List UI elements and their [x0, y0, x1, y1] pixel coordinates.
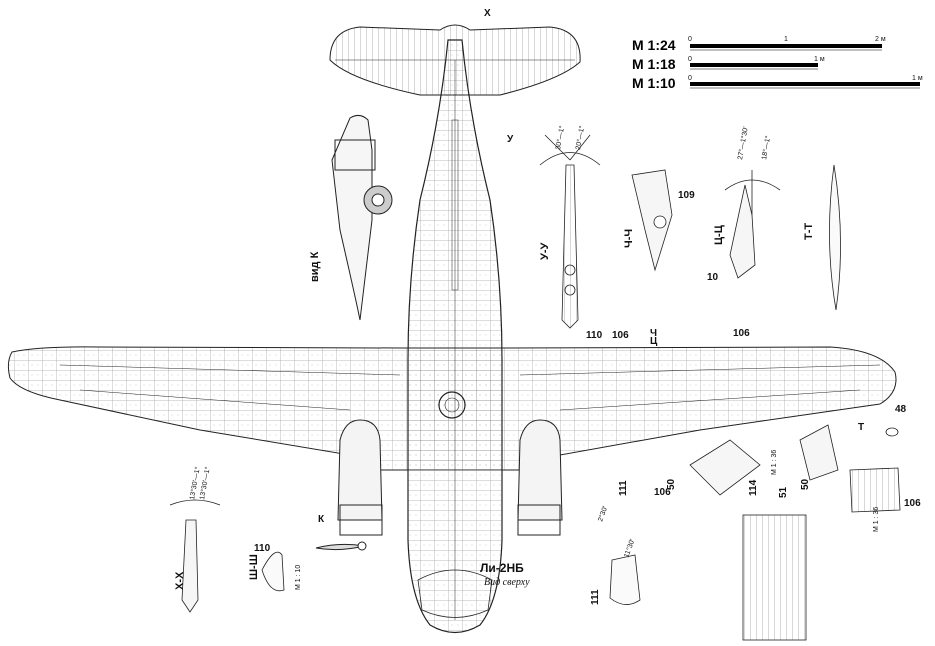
callout-106: 106: [654, 487, 671, 498]
angle-tsts-a: 27°—1°30': [736, 126, 750, 160]
label-vid-k: вид К: [309, 251, 321, 282]
scale-tick: 0: [688, 36, 692, 43]
label-tsts: Ц-Ц: [713, 225, 725, 245]
detail-114: [689, 439, 761, 496]
scale-tick: 1: [784, 36, 788, 43]
drawing-subtitle: Вид сверху: [484, 577, 530, 588]
section-uu-detail: [539, 134, 601, 329]
detail-scale-m36: М 1 : 36: [873, 507, 880, 532]
drawing-title: Ли-2НБ: [480, 561, 524, 575]
label-uu: У-У: [539, 242, 551, 260]
detail-51-panel: [742, 514, 807, 641]
marker-k: К: [318, 514, 325, 525]
section-chch-detail: [631, 169, 673, 272]
section-tsts-detail: [724, 170, 781, 279]
scale-label-24: М 1:24: [632, 37, 676, 53]
label-tt: Т-Т: [803, 223, 815, 240]
callout-51: 51: [778, 486, 789, 498]
scale-tick: 1 м: [814, 56, 825, 63]
angle-tsts-b: 18°—1°: [760, 135, 772, 160]
aileron-section-detail: [609, 554, 641, 605]
label-chch: Ч-Ч: [623, 229, 635, 248]
detail-50-wingtip: [799, 424, 839, 481]
scale-tick: 0: [688, 56, 692, 63]
detail-scale-m36: М 1 : 36: [771, 450, 778, 475]
marker-ts: Ц: [650, 336, 658, 347]
scale-tick: 1 м: [912, 75, 923, 82]
label-xx: Х-Х: [174, 571, 186, 590]
angle-uu-b: 20°—1°: [574, 125, 586, 150]
detail-scale-m110: М 1 : 10: [295, 565, 302, 590]
callout-48: 48: [895, 404, 907, 415]
scale-label-18: М 1:18: [632, 56, 676, 72]
callout-110-sh: 110: [254, 543, 271, 554]
callout-111: 111: [618, 480, 629, 496]
callout-111: 111: [590, 589, 601, 605]
section-tt-detail: [829, 164, 841, 311]
section-shsh-detail: [261, 551, 285, 592]
marker-t: Т: [858, 422, 864, 433]
callout-50: 50: [666, 478, 677, 490]
callout-109: 109: [678, 190, 695, 201]
detail-48: [885, 427, 899, 437]
scale-tick: 0: [688, 75, 692, 82]
callout-106: 106: [733, 328, 750, 339]
callout-10: 10: [707, 272, 719, 283]
label-shsh: Ш-Ш: [248, 554, 260, 580]
callout-110-wing: 110: [586, 330, 603, 341]
section-xx-detail: [169, 499, 221, 613]
callout-106: 106: [904, 498, 921, 509]
callout-50: 50: [800, 478, 811, 490]
marker-ch: Ч: [650, 328, 657, 339]
callout-114: 114: [748, 479, 759, 496]
callout-106: 106: [612, 330, 629, 341]
scale-tick: 2 м: [875, 36, 886, 43]
marker-x: Х: [484, 8, 491, 19]
angle-uu-a: 30°—1°: [554, 125, 566, 150]
view-k-engine-detail: [331, 114, 393, 321]
scale-bars: М 1:24 0 1 2 м М 1:18 0 1 м М 1:10 0 1 м: [632, 36, 923, 91]
marker-u: У: [507, 134, 514, 145]
aircraft-top-view: [7, 24, 897, 634]
scale-label-10: М 1:10: [632, 75, 676, 91]
detail-106-panel: [849, 467, 901, 513]
angle-aileron-a: 2°30': [596, 505, 609, 523]
